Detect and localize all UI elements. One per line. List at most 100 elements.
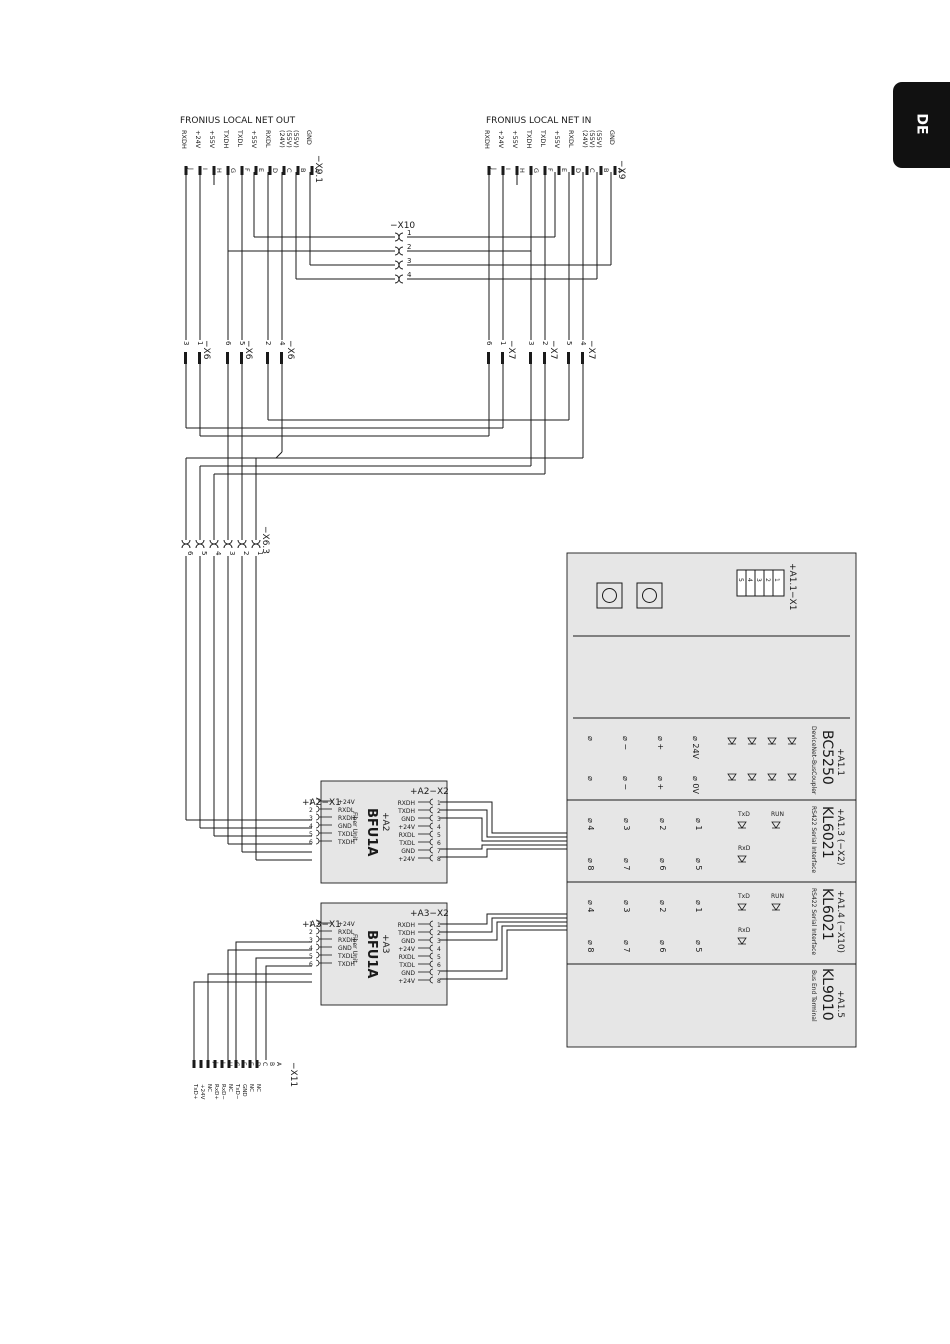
led-icon — [727, 737, 737, 745]
x10-label: −X10 — [390, 221, 415, 231]
bc5250-terminal-label: ⌀ — [586, 736, 595, 741]
a2-x1-pin: 2 — [309, 807, 313, 814]
net-out-pin-block — [310, 166, 314, 175]
a2-x2-plug — [429, 798, 434, 806]
a2-fiber-unit — [320, 780, 448, 884]
x6-c-pin-4: 4 — [278, 341, 286, 346]
x11-pin-letter: B — [268, 1062, 275, 1066]
a3-x1-pin: 6 — [309, 961, 313, 968]
rack-terminal-pin: 3 — [755, 578, 762, 582]
kl1-pin: ⌀ 4 — [586, 818, 595, 830]
a2-ref: +A2 — [380, 812, 390, 831]
x6-3-pin-2: 2 — [242, 551, 250, 555]
a3-model: BFU1A — [364, 930, 379, 978]
x6-3-pin-3: 3 — [228, 551, 236, 555]
a3-x2-plug — [429, 952, 434, 960]
net-out-pin-letter: D — [271, 168, 279, 173]
net-out-pin-letter: H — [215, 168, 223, 173]
a2-x2-plug — [429, 854, 434, 862]
net-out-pin-letter: F — [243, 168, 251, 172]
net-out-signal-label: TXDL — [236, 129, 244, 147]
crossover-wires — [185, 364, 584, 540]
a3-x2-pin: 2 — [437, 930, 441, 937]
net-in-signal-label: +55V — [553, 130, 561, 149]
a2-x1-pin: 4 — [309, 823, 313, 830]
x10-pin-2: 2 — [407, 243, 411, 251]
net-out-pin-block — [254, 166, 258, 175]
a3-x2-pin: 4 — [437, 946, 441, 953]
a3-x2-signal: +24V — [398, 946, 416, 953]
kl2-pin: ⌀ 5 — [694, 940, 703, 952]
net-in-pin-letter: B — [602, 168, 610, 172]
x11-signal: TxD− — [234, 1083, 240, 1100]
a2-x1-pin: 6 — [309, 839, 313, 846]
kl1-pin: ⌀ 2 — [658, 818, 667, 830]
a3-x1-pin: 3 — [309, 937, 313, 944]
a3-x1-pin: 5 — [309, 953, 313, 960]
x6-b-pin-6: 6 — [224, 341, 232, 346]
a3-x2-signal: RXDL — [399, 954, 416, 961]
a3-x1-signal: TXDH — [337, 961, 355, 968]
a2-x2-pin: 8 — [437, 856, 441, 863]
a2-x1-signal: GND — [338, 823, 352, 830]
bc5250-leds — [727, 737, 797, 781]
kl2-led-label: TxD — [737, 893, 750, 900]
a3-x2-signal: TXDH — [397, 930, 415, 937]
net-in-pin-letter: H — [518, 168, 526, 173]
led-icon — [767, 773, 777, 781]
led-icon — [771, 821, 781, 829]
kl9010-model: KL9010 — [819, 968, 835, 1021]
a3-x2-signal: TXDL — [398, 962, 415, 969]
x6-3-pin-6: 6 — [186, 551, 194, 556]
a2-x2-pin: 1 — [437, 800, 441, 807]
net-in-signal-label: (55V) — [595, 130, 603, 148]
x9-1-label: −X9.1 — [313, 155, 323, 183]
rack-terminal-block — [736, 569, 785, 597]
net-out-pin-letter: A — [313, 168, 321, 173]
kl6021-1-desc: RS422 Serial Interface — [810, 806, 817, 873]
x7-b-pin-3: 3 — [527, 341, 535, 345]
a3-x1-signal: GND — [338, 945, 352, 952]
x7-b-pin-2: 2 — [541, 341, 549, 345]
led-icon — [787, 773, 797, 781]
a2-x1-plug — [315, 837, 320, 845]
a2-x1-pin: 3 — [309, 815, 313, 822]
x7-a-pin-6: 6 — [485, 341, 493, 346]
x6-3-pin-1: 1 — [256, 551, 264, 555]
a3-x2-plug — [429, 928, 434, 936]
net-out-pin-block — [268, 166, 272, 175]
x11-label: −X11 — [288, 1062, 298, 1087]
a3-x2-plug — [429, 944, 434, 952]
x11-pin-letter: A — [275, 1062, 282, 1067]
net-in-pin-letter: D — [574, 168, 582, 173]
net-out-signal-label: (24V) — [278, 130, 286, 148]
net-in-signal-label: GND — [608, 130, 616, 145]
x11-signal: NC — [206, 1084, 212, 1092]
led-icon — [747, 773, 757, 781]
language-tab[interactable]: DE — [893, 82, 950, 168]
a2-x1-signal: TXDL — [337, 831, 354, 838]
kl1-pin: ⌀ 5 — [694, 858, 703, 870]
net-out-signal-label: +24V — [194, 130, 202, 149]
a2-x1-signal: RXDH — [338, 815, 355, 822]
x11-pin-letter: C — [261, 1062, 268, 1066]
led-icon — [737, 821, 747, 829]
net-out-pin-letter: C — [285, 168, 293, 173]
a2-x1-signal: +24V — [338, 799, 356, 806]
x11-pin-block — [213, 1060, 217, 1068]
net-out-pin-block — [296, 166, 300, 175]
a2-x2-pin: 3 — [437, 816, 441, 823]
a2-x1-label: +A2−X1 — [302, 798, 341, 808]
net-out-signal-label: RXDL — [264, 130, 272, 148]
led-icon — [737, 855, 747, 863]
kl1-pin: ⌀ 7 — [622, 858, 631, 870]
rack-terminal-pin: 1 — [773, 578, 780, 582]
a2-x2-signal: GND — [401, 848, 415, 855]
net-in-pin-letter: I — [504, 168, 512, 170]
